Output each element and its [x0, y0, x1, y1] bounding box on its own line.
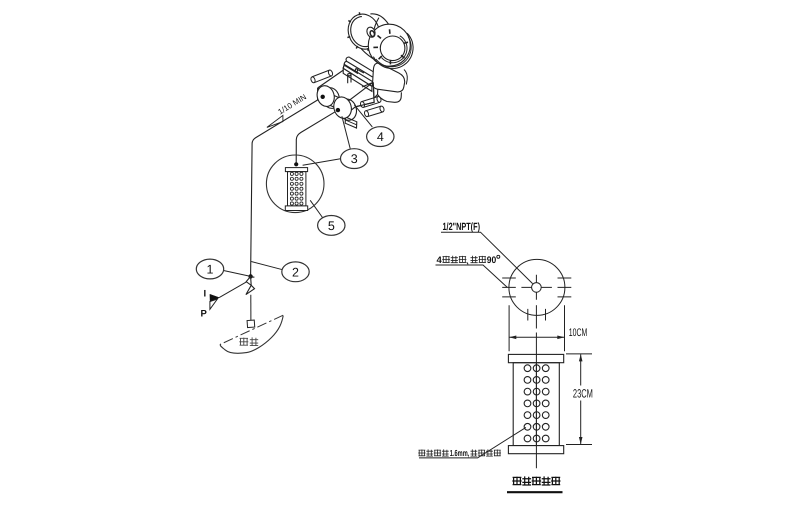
svg-text:1: 1: [207, 263, 214, 277]
svg-text:4: 4: [437, 255, 443, 266]
svg-text:23CM: 23CM: [573, 387, 593, 401]
svg-text:90: 90: [487, 255, 497, 266]
svg-text:1.6mm,: 1.6mm,: [450, 448, 470, 458]
svg-text:2: 2: [292, 265, 299, 279]
svg-text:1/2"NPT(F): 1/2"NPT(F): [443, 221, 481, 233]
svg-text:10CM: 10CM: [569, 327, 588, 339]
svg-text:3: 3: [351, 152, 358, 166]
svg-text:I: I: [204, 289, 207, 300]
svg-text:P: P: [201, 309, 208, 320]
svg-text:5: 5: [328, 219, 335, 233]
svg-text:4: 4: [377, 130, 384, 144]
